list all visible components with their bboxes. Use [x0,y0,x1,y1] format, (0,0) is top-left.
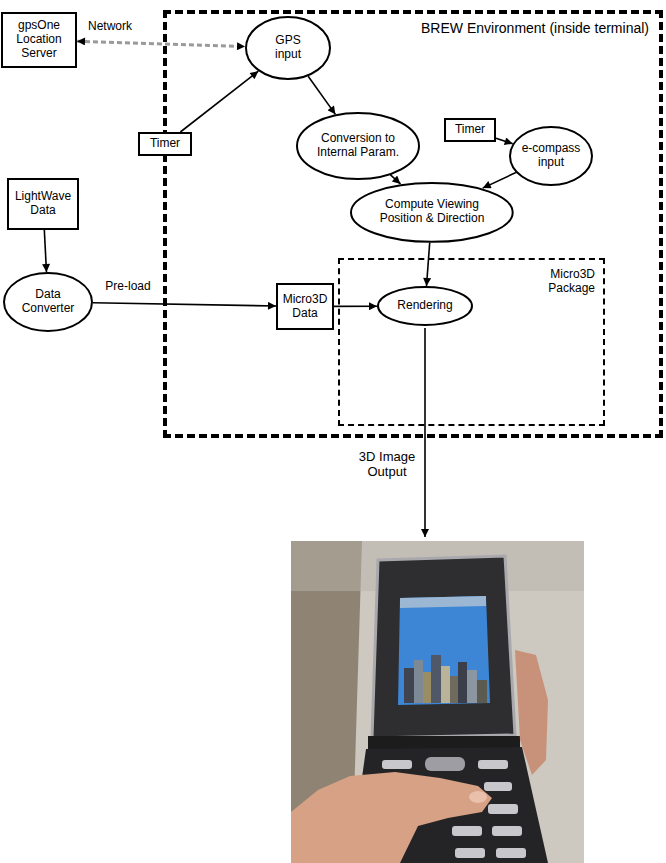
ellipse-shape [297,113,419,179]
node-text: Compute Viewing Position & Direction [369,198,494,226]
ellipse-shape [378,287,472,325]
node-text: GPS input [263,34,313,62]
phone-nav-key [425,757,465,771]
connector-arrow [308,76,335,114]
phone-key [382,760,412,769]
process-ellipse: Rendering [377,286,473,326]
phone-key [496,848,526,858]
phone-key [484,782,512,791]
edge-label-holder: Network [86,20,134,34]
phone-key [455,848,485,858]
output-arrow [424,328,426,537]
ellipse-shape [4,273,92,331]
heading-holder: BREW Environment (inside terminal) [421,20,649,36]
connector-arrow [44,230,46,272]
photo-background [291,541,584,863]
thumb-nail [469,791,487,803]
timer-box: Timer [444,118,496,142]
node-text: LightWave Data [12,190,74,218]
process-ellipse: Conversion to Internal Param. [296,112,420,180]
phone-key [488,804,518,814]
phone-photo [291,541,584,863]
screen-building [404,668,414,703]
connector-arrow [334,305,377,307]
process-ellipse: Data Converter [3,272,93,332]
edge-label: Network [86,20,134,34]
connector-arrow [483,173,516,189]
label-holder: 3D Image Output [352,450,422,480]
phone-lid [372,556,515,738]
phone-key [478,760,508,769]
node-text: Rendering [397,299,452,313]
terminal-boundary: BREW Environment (inside terminal) GPS in… [163,10,663,438]
screen-building [441,666,450,703]
phone-key [452,826,482,836]
screen-building [450,676,458,703]
screen-building [431,655,441,703]
phone-screen [398,596,490,705]
ellipse-shape [510,127,592,185]
phone-hinge [368,736,520,749]
server-box: gpsOne Location Server [1,12,77,68]
screen-building [458,662,467,703]
process-ellipse: GPS input [245,16,331,80]
process-ellipse: e-compass input [509,126,593,186]
node-text: Data Converter [17,288,79,316]
phone-key [492,826,522,836]
hand-palm [291,772,492,863]
connector-arrow [426,242,429,286]
connector-arrow [77,41,245,46]
output-label: 3D Image Output [352,450,422,480]
edge-label: Pre-load [103,280,152,294]
data-box: Micro3D Data [276,283,334,330]
ellipse-shape [246,17,330,79]
heading-holder: Micro3D Package [535,268,595,296]
region-heading: Micro3D Package [535,268,595,296]
data-box: LightWave Data [7,178,79,230]
timer-box: Timer [138,132,192,156]
node-text: e-compass input [519,142,583,170]
node-text: Timer [150,137,180,151]
region-heading: BREW Environment (inside terminal) [421,20,649,36]
connector-arrow [93,303,276,306]
package-boundary: Micro3D PackageRendering [338,258,605,426]
screen-status-bar [400,596,486,608]
edge-label-holder: Pre-load [103,280,152,294]
screen-building [414,660,423,703]
screen-building [423,672,431,703]
node-text: Micro3D Data [280,293,330,321]
hand-fingers [515,650,548,775]
ellipse-shape [351,183,513,242]
screen-building [477,680,487,703]
screen-building [467,670,477,703]
process-ellipse: Compute Viewing Position & Direction [350,182,514,243]
node-text: gpsOne Location Server [6,19,72,60]
node-text: Timer [455,123,485,137]
connector-arrow [496,138,513,143]
connector-arrow [390,175,400,184]
connector-arrow [180,71,258,132]
node-text: Conversion to Internal Param. [311,132,406,160]
connector-group [44,41,516,306]
